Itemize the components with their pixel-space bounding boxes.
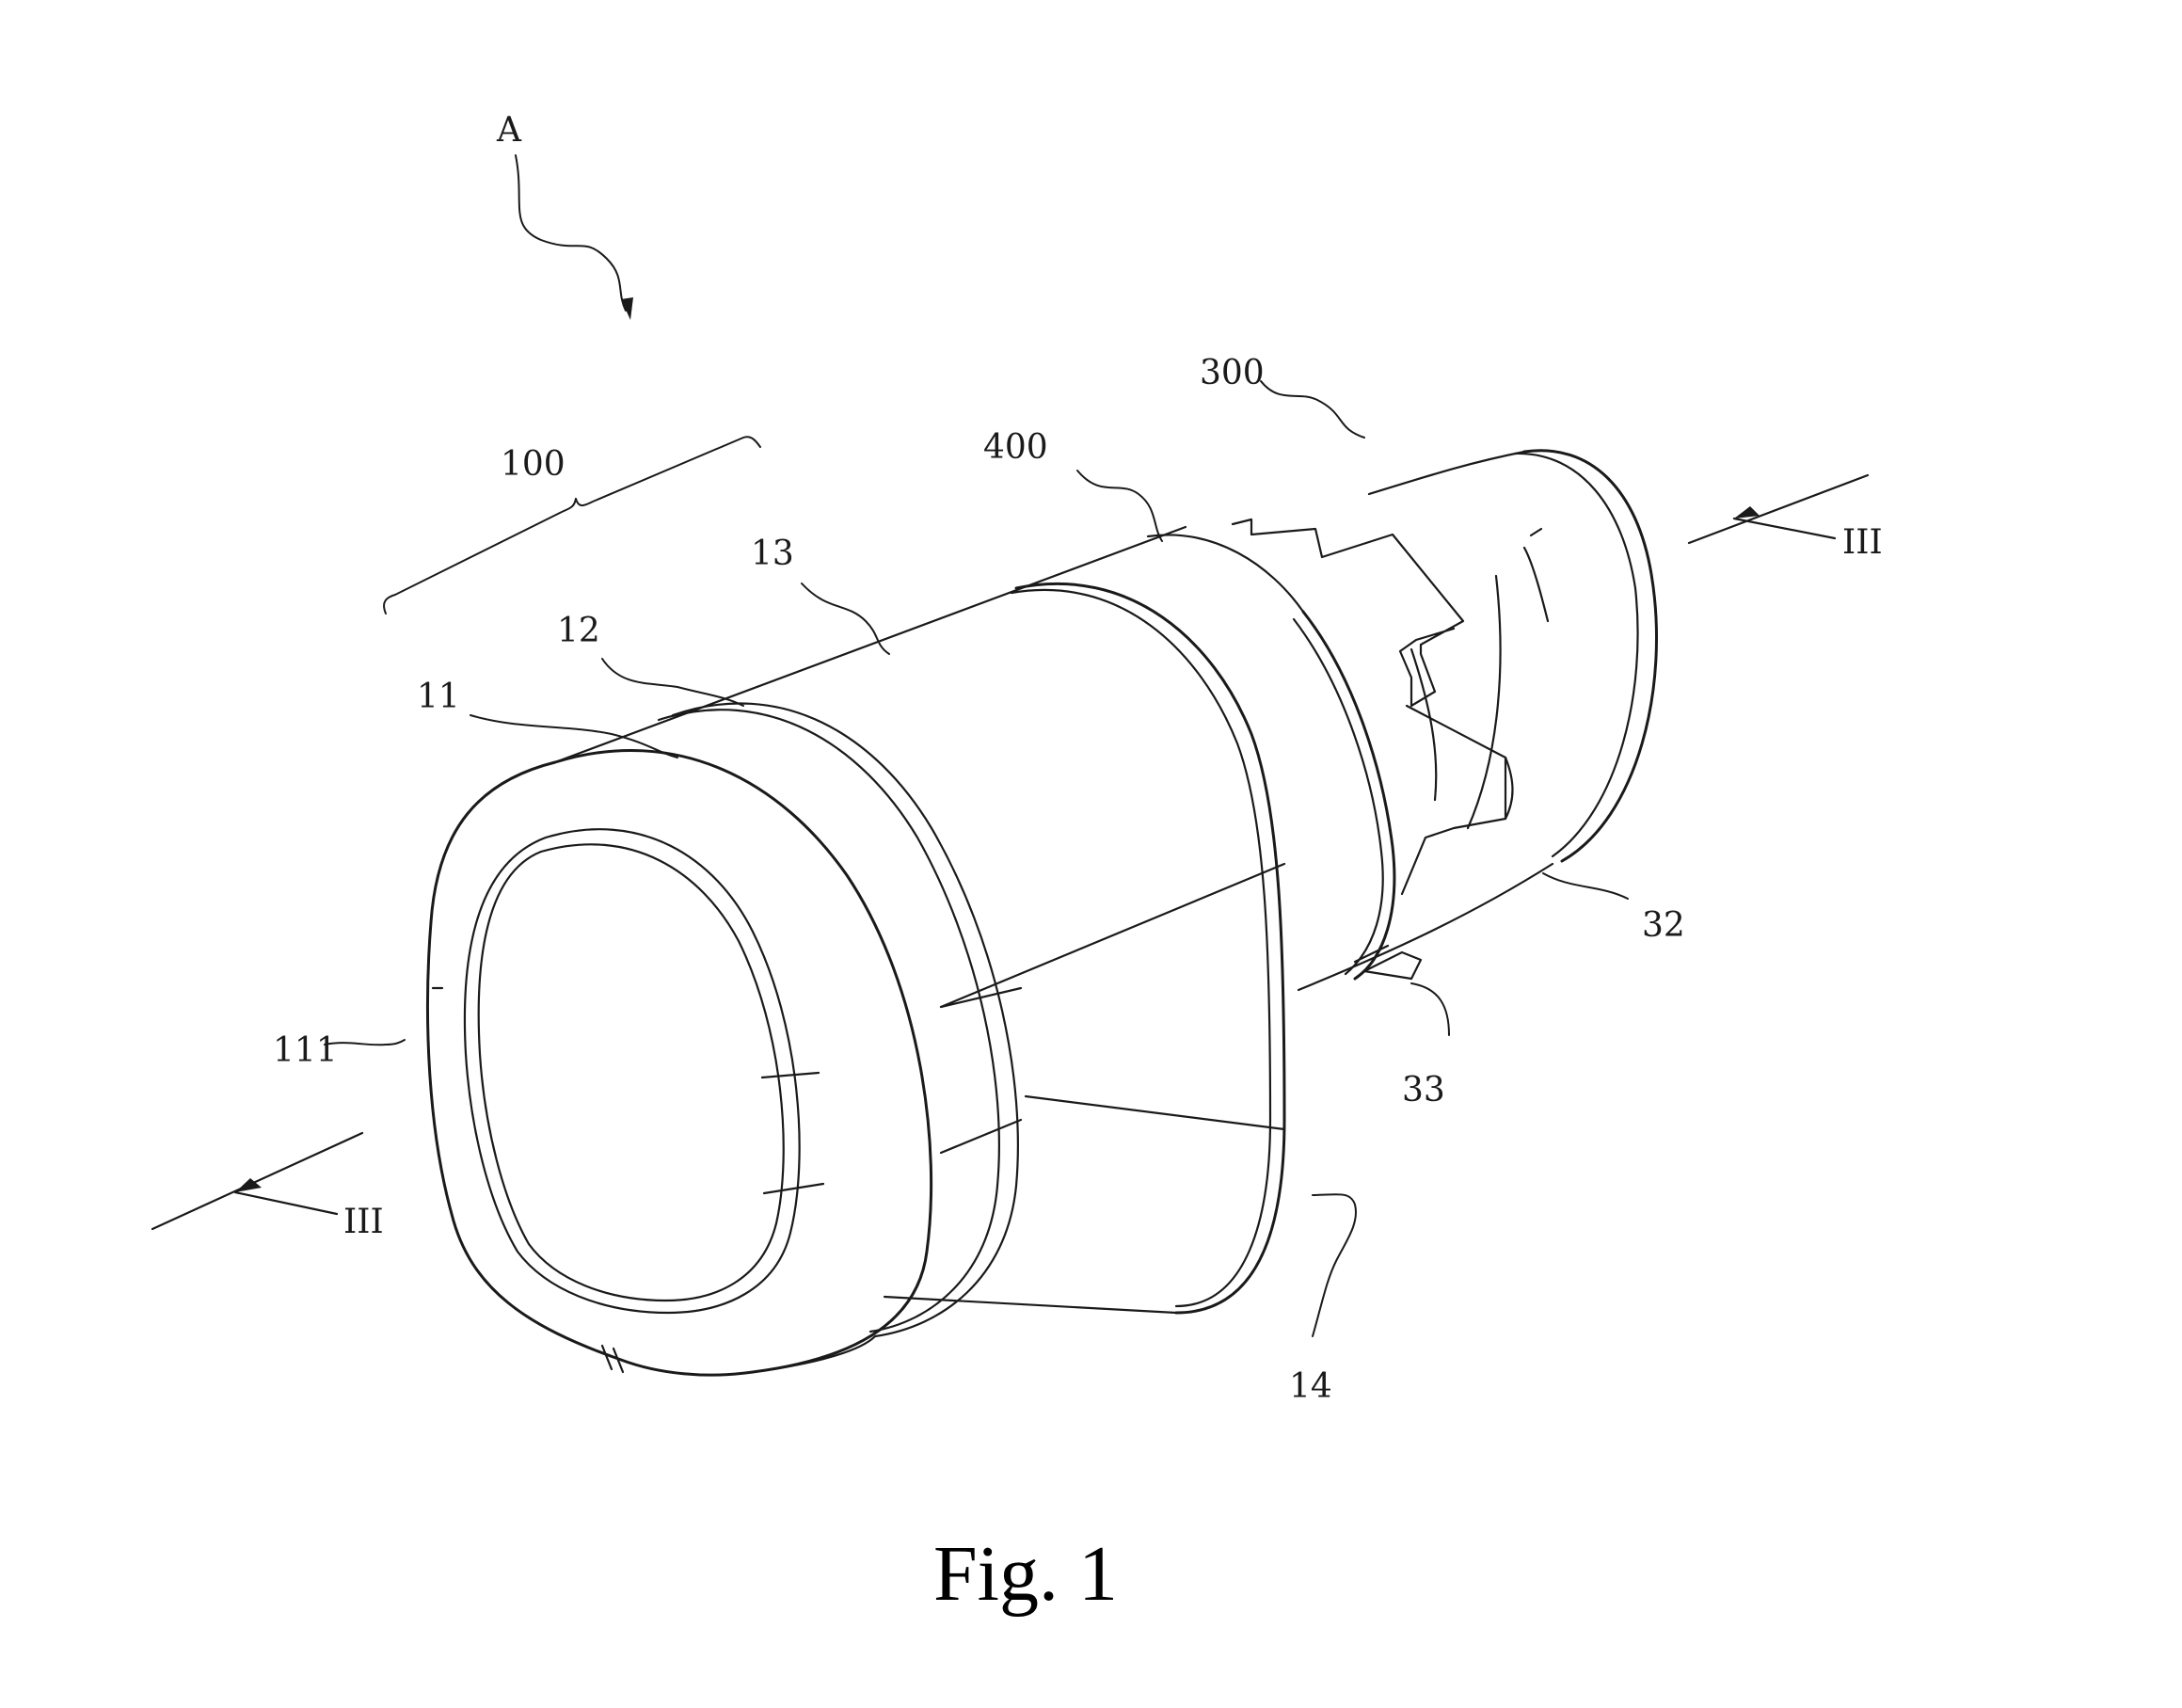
main-body-13 [555,527,1284,1313]
front-bezel-11 [427,750,931,1375]
bracket-100 [384,437,760,614]
leader-lines [325,381,1628,1336]
label-section-left: III [343,1203,384,1241]
section-line-right [1689,475,1868,543]
label-300: 300 [1200,354,1265,392]
label-33: 33 [1402,1071,1445,1109]
section-line-left [152,1133,362,1229]
label-111: 111 [273,1031,338,1070]
assembly-arrow-head-icon [621,297,633,320]
label-100: 100 [501,445,565,484]
assembly-arrow [516,155,633,320]
front-face-111 [433,829,800,1313]
label-32: 32 [1642,906,1685,945]
collar-400 [1148,535,1394,979]
label-400: 400 [983,428,1048,467]
rear-housing-300 [1233,451,1657,990]
label-assembly-A: A [496,111,522,150]
label-13: 13 [751,535,794,573]
label-section-right: III [1842,523,1883,562]
ring-12 [659,703,1021,1336]
label-12: 12 [557,612,600,650]
figure-caption: Fig. 1 [933,1530,1118,1618]
label-14: 14 [1289,1367,1332,1406]
label-11: 11 [417,678,460,716]
